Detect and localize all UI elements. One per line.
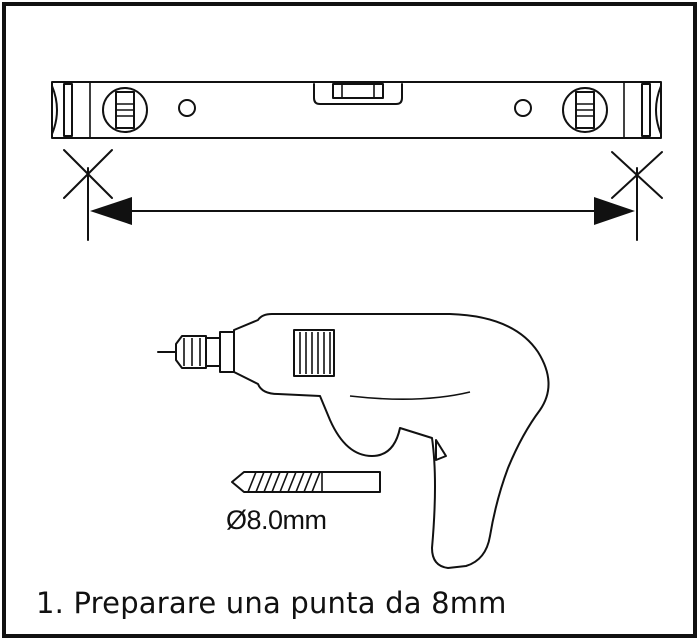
dimension-arrow-icon — [87, 167, 638, 241]
spirit-level-icon — [51, 81, 662, 139]
drill-bit-icon — [231, 471, 381, 493]
drill-bit-diameter-label: Ø8.0mm — [226, 505, 327, 535]
step-caption: 1. Preparare una punta da 8mm — [36, 586, 507, 620]
drill-icon — [157, 313, 550, 569]
